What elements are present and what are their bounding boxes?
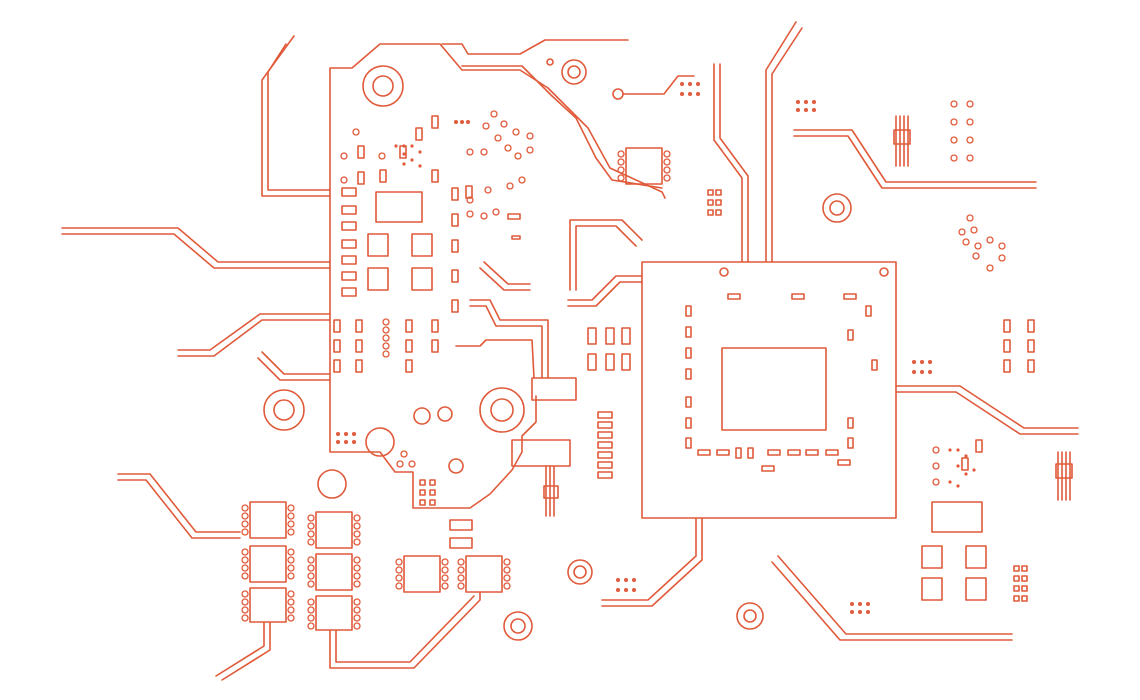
- trace-mid-1: [567, 281, 643, 307]
- trace-bottom-right-b: [771, 561, 1013, 641]
- trace-bottom-soic: [329, 591, 481, 669]
- trace-mid-5: [455, 339, 535, 379]
- trace-left-2b: [61, 233, 331, 269]
- trace-chip-bottom-b: [601, 517, 703, 607]
- trace-left-5b: [117, 479, 241, 539]
- trace-bottom-right: [777, 555, 1013, 635]
- chip-pin1-marker: [719, 267, 729, 277]
- trace-chip-top-1b: [719, 63, 749, 263]
- trace-left-3: [177, 313, 331, 351]
- trace-chip-top-1: [713, 63, 743, 263]
- connector-block-1: [531, 377, 577, 401]
- trace-chip-bottom: [601, 517, 697, 601]
- trace-mid-4b: [469, 305, 543, 379]
- trace-left-3b: [177, 319, 331, 357]
- trace-left-4: [261, 351, 331, 375]
- trace-left-1b: [267, 43, 331, 191]
- trace-mid-2: [569, 219, 643, 291]
- soic-pins: [241, 150, 671, 630]
- trace-top-2: [461, 65, 663, 189]
- trace-mid-2b: [575, 225, 637, 291]
- trace-right-1b: [895, 391, 1079, 435]
- pin-header-right-bottom: [1055, 451, 1073, 501]
- trace-bottom-soic-b: [335, 595, 475, 663]
- trace-chip-top-2: [765, 21, 797, 263]
- pad-pair-2: [449, 537, 473, 549]
- soic-packages-left: [249, 147, 663, 631]
- board-vias: [340, 100, 1006, 486]
- trace-mid-3b: [479, 267, 531, 291]
- trace-left-1: [261, 35, 331, 197]
- trace-left-4b: [257, 357, 331, 381]
- pad-pair-1: [449, 519, 473, 531]
- trace-top-right-small: [622, 75, 695, 95]
- trace-left-2: [61, 227, 331, 263]
- pin-header-mid: [543, 465, 559, 517]
- pin-header-right-top: [893, 115, 911, 167]
- main-chip: [641, 261, 897, 519]
- trace-top-1: [441, 39, 629, 55]
- pad-column-mid: [419, 189, 1028, 602]
- trace-mid-3: [483, 261, 531, 285]
- board-smd-pads: [333, 115, 521, 373]
- dot-grids: [336, 82, 976, 614]
- trace-left-5: [117, 473, 241, 533]
- trace-chip-top-2b: [771, 27, 803, 263]
- trace-right-top-b: [793, 135, 1037, 189]
- trace-right-1: [895, 385, 1079, 429]
- chip-corner-marker: [879, 267, 889, 277]
- trace-mid-4: [469, 299, 549, 379]
- chip-pad-ring: [685, 293, 878, 472]
- right-pads: [921, 319, 1035, 601]
- connector-block-2: [511, 439, 571, 467]
- board-outline: [329, 43, 666, 509]
- main-chip-die: [721, 347, 827, 431]
- mounting-holes: [263, 58, 852, 641]
- trace-bottom-left: [215, 621, 265, 677]
- trace-bottom-left-b: [221, 621, 271, 681]
- trace-right-top: [793, 129, 1037, 183]
- trace-mid-1b: [567, 275, 643, 301]
